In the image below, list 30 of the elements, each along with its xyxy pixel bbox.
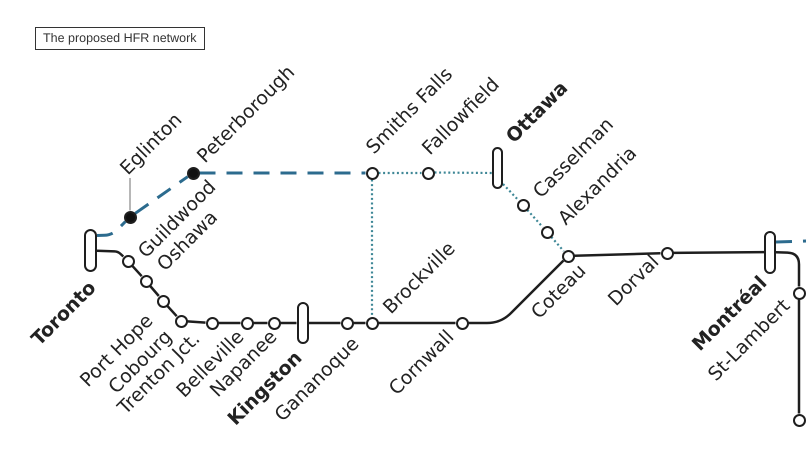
rail-line bbox=[280, 322, 296, 324]
rail-line bbox=[166, 304, 178, 318]
dashed-rail-line bbox=[200, 172, 366, 174]
station-dot bbox=[124, 210, 136, 224]
rail-line bbox=[254, 322, 268, 324]
map-title: The proposed HFR network bbox=[35, 27, 205, 50]
dashed-rail-line bbox=[134, 175, 189, 215]
rail-line bbox=[798, 300, 800, 414]
rail-line bbox=[149, 285, 160, 297]
rail-line bbox=[131, 264, 143, 278]
dashed-rail-line bbox=[776, 240, 806, 244]
rail-line bbox=[96, 249, 124, 258]
dotted-rail-line bbox=[370, 180, 374, 316]
rail-line bbox=[574, 252, 661, 258]
rail-line bbox=[187, 320, 206, 324]
rail-line bbox=[218, 322, 240, 324]
rail-line bbox=[468, 260, 564, 324]
station-marker bbox=[792, 414, 806, 426]
dotted-rail-line bbox=[550, 236, 565, 252]
dotted-rail-line bbox=[378, 172, 422, 174]
rail-line bbox=[673, 250, 764, 254]
rail-line bbox=[776, 250, 800, 286]
dotted-rail-line bbox=[502, 183, 520, 202]
dotted-rail-line bbox=[434, 171, 492, 174]
leader-line bbox=[129, 178, 131, 210]
rail-line bbox=[378, 322, 456, 324]
dotted-rail-line bbox=[526, 209, 544, 228]
dashed-rail-line bbox=[96, 220, 126, 237]
rail-line bbox=[308, 322, 340, 324]
rail-line bbox=[354, 322, 366, 324]
